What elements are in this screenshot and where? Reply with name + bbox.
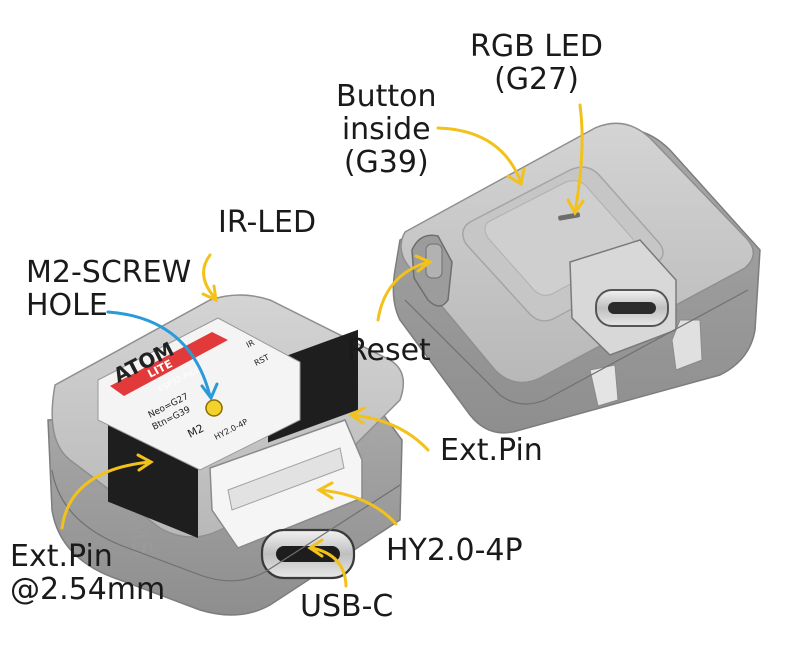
button-label: Button inside (G39)	[336, 79, 437, 180]
arrow-ext-pin-left	[60, 460, 152, 530]
arrow-button	[436, 126, 522, 182]
hy-connector-label: HY2.0-4P	[386, 533, 523, 568]
rgb-led-label: RGB LED (G27)	[470, 29, 603, 97]
rear-device	[392, 122, 761, 434]
usb-c-label: USB-C	[300, 589, 394, 624]
arrow-m2-screw-hole	[106, 310, 212, 398]
arrow-usb-c	[310, 546, 348, 588]
ext-pin-left-label: Ext.Pin @2.54mm	[10, 539, 166, 607]
ir-led-label: IR-LED	[218, 205, 317, 240]
m2-screw-hole-label: M2-SCREW HOLE	[26, 255, 192, 323]
ir-tag: IR	[245, 338, 257, 350]
ir-led	[205, 399, 223, 417]
arrow-reset	[376, 260, 430, 322]
ext-pin-right-label: Ext.Pin	[440, 433, 543, 468]
front-device: M5	[47, 294, 405, 616]
arrow-rgb-led	[573, 103, 584, 214]
reset-label: Reset	[347, 333, 431, 368]
lite-banner	[110, 332, 228, 396]
arrow-ir-led	[202, 253, 217, 300]
arrow-ext-pin-right	[350, 413, 430, 452]
arrow-hy-connector	[318, 488, 398, 526]
